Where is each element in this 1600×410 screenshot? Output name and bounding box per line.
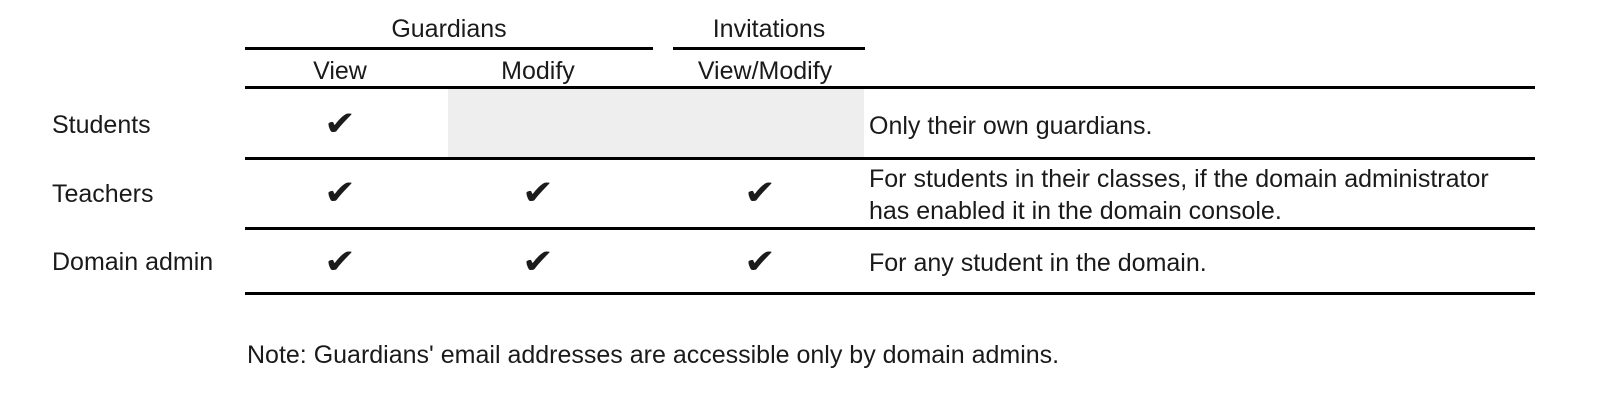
row-label-domain-admin: Domain admin: [52, 248, 214, 276]
rule-table-bottom: [245, 292, 1535, 295]
table-footnote: Note: Guardians' email addresses are acc…: [247, 341, 1060, 369]
check-teachers-guardians-modify: ✔: [522, 173, 554, 213]
row-label-students: Students: [52, 111, 151, 139]
check-teachers-invitations-view-modify: ✔: [744, 173, 776, 213]
column-header-guardians-view: View: [313, 57, 367, 85]
column-group-invitations: Invitations: [712, 15, 826, 43]
rule-group-invitations: [673, 47, 865, 50]
row-note-teachers: For students in their classes, if the do…: [869, 165, 1489, 225]
row-label-teachers: Teachers: [52, 180, 154, 208]
check-students-guardians-view: ✔: [324, 104, 356, 144]
check-domain-admin-invitations-view-modify: ✔: [744, 242, 776, 282]
column-header-guardians-modify: Modify: [501, 57, 575, 85]
column-group-guardians: Guardians: [391, 15, 507, 43]
rule-group-guardians: [245, 47, 653, 50]
row-note-domain-admin: For any student in the domain.: [869, 249, 1207, 277]
disabled-cell-students-modify-invitations: [448, 89, 864, 157]
check-domain-admin-guardians-view: ✔: [324, 242, 356, 282]
rule-row-students-bottom: [245, 157, 1535, 160]
rule-row-teachers-bottom: [245, 227, 1535, 230]
row-note-students: Only their own guardians.: [869, 112, 1153, 140]
column-header-invitations-view-modify: View/Modify: [697, 57, 833, 85]
check-domain-admin-guardians-modify: ✔: [522, 242, 554, 282]
check-teachers-guardians-view: ✔: [324, 173, 356, 213]
rule-header-bottom: [245, 86, 1535, 89]
